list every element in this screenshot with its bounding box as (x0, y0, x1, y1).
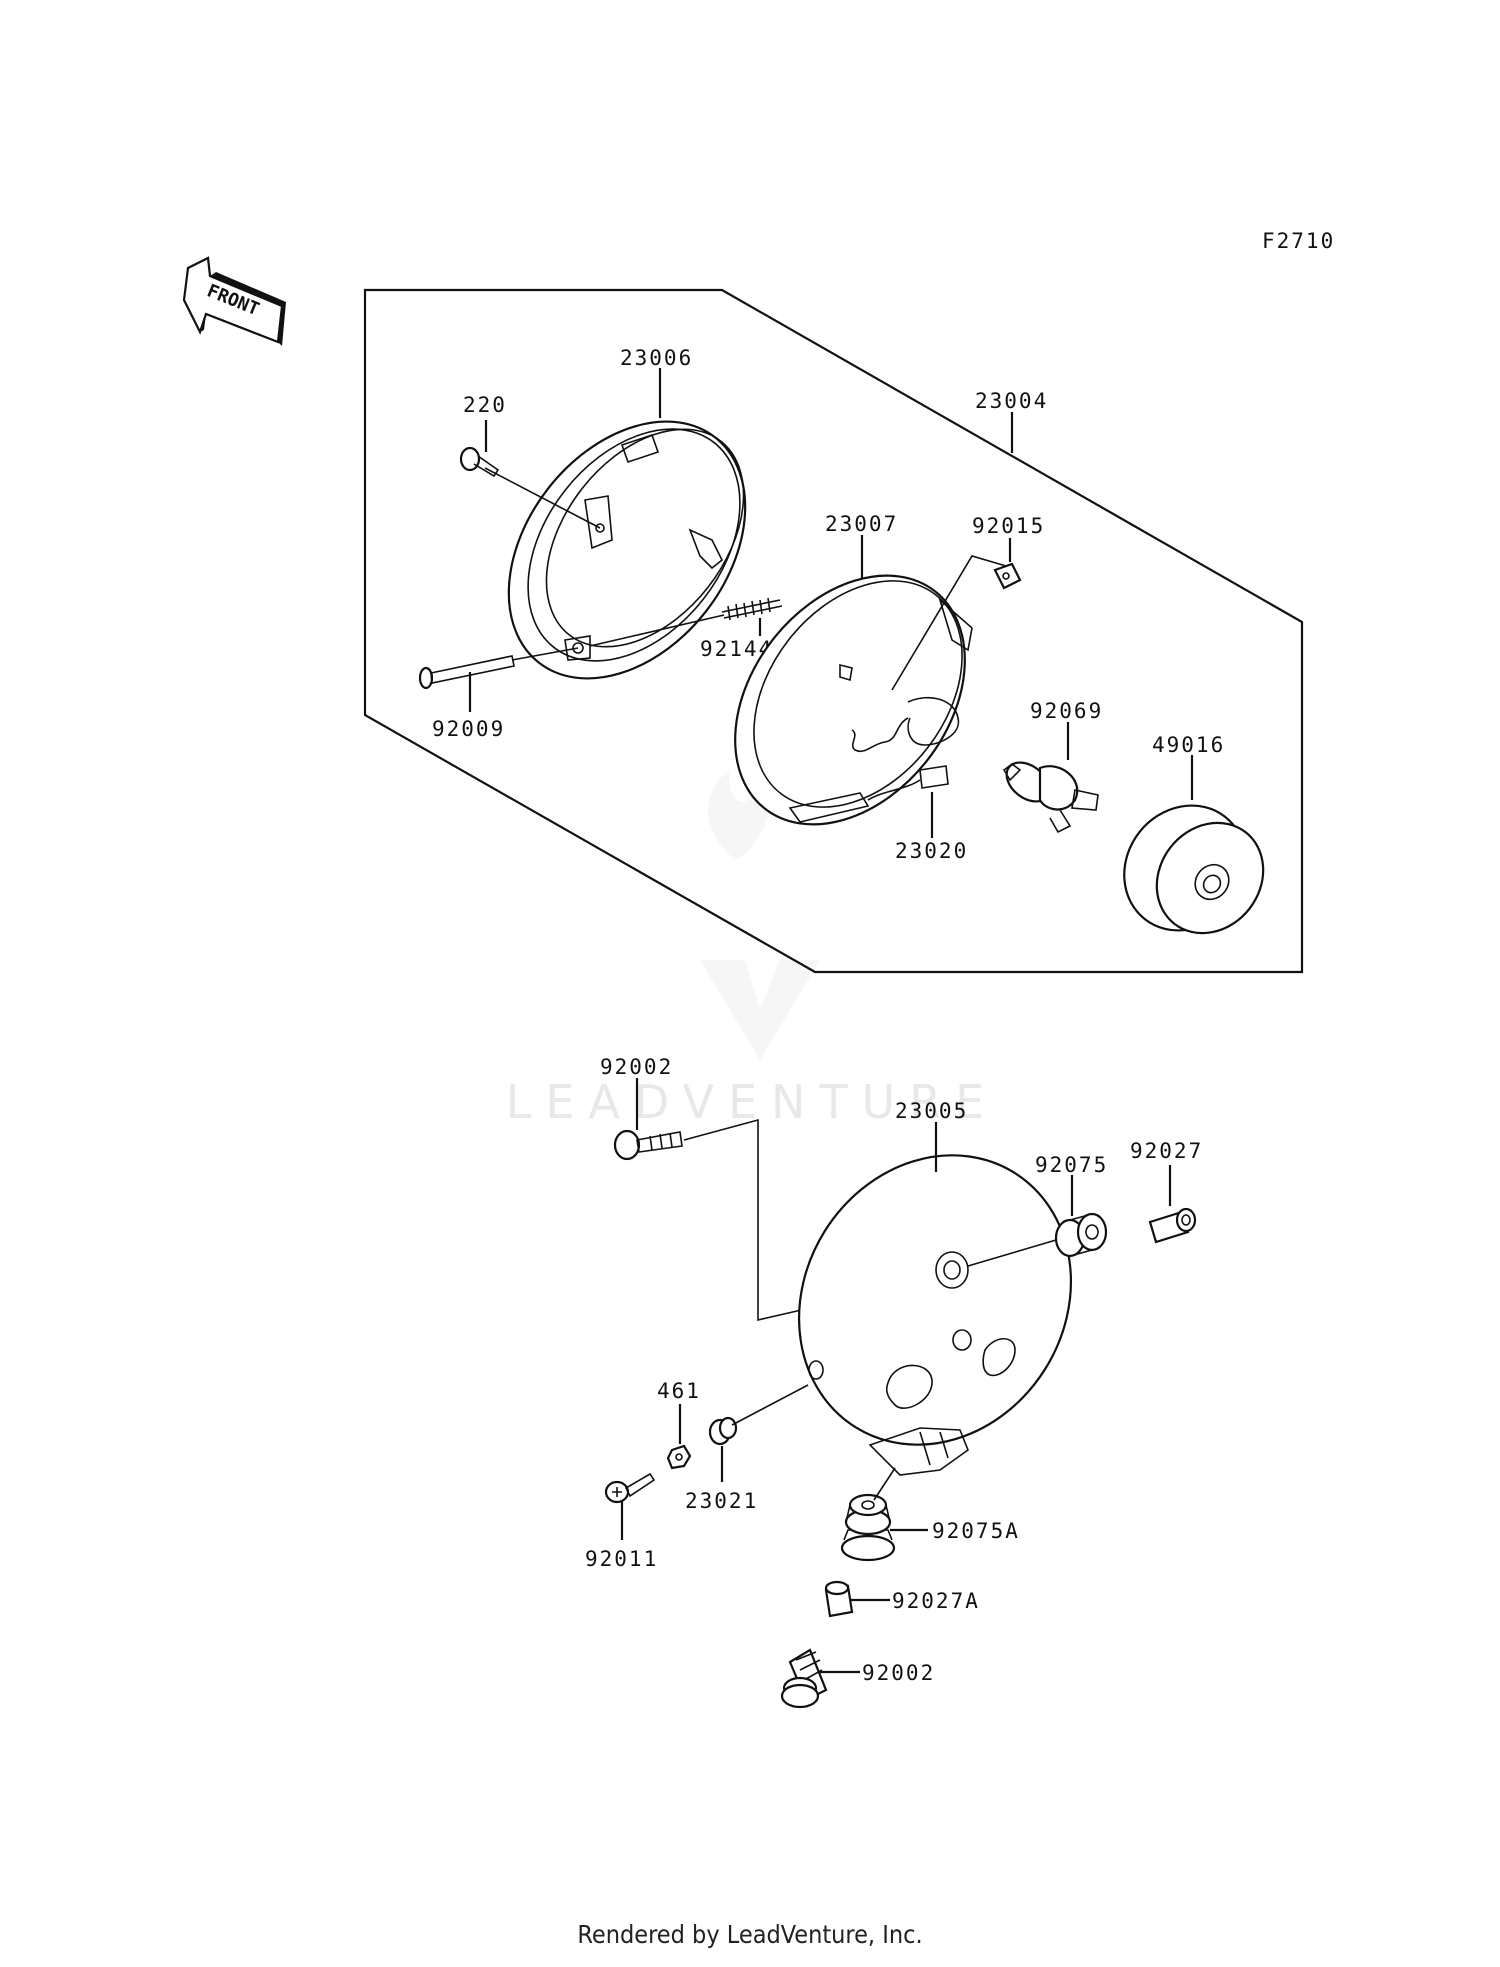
leader-92002-top-path (683, 1118, 811, 1322)
spring-92144 (721, 597, 783, 621)
front-arrow-icon: FRONT (182, 256, 286, 346)
label-92011: 92011 (585, 1547, 658, 1571)
label-23005: 23005 (895, 1099, 968, 1123)
label-92002-bottom: 92002 (862, 1661, 935, 1685)
reflector-23007 (734, 574, 973, 826)
screw-220 (459, 446, 500, 478)
label-23020: 23020 (895, 839, 968, 863)
label-92069: 92069 (1030, 699, 1103, 723)
bulb-92069 (1002, 761, 1099, 834)
label-23021: 23021 (685, 1489, 758, 1513)
screw-92011 (604, 1472, 656, 1504)
bolt-92002-top (613, 1129, 683, 1161)
leader-23021-to-case (731, 1384, 809, 1426)
label-23007: 23007 (825, 512, 898, 536)
collar-92027 (1148, 1207, 1197, 1244)
label-92144: 92144 (700, 637, 773, 661)
grommet-92075A (840, 1493, 896, 1562)
label-92002-top: 92002 (600, 1055, 673, 1079)
label-49016: 49016 (1152, 733, 1225, 757)
headlight-assembly-outline (363, 288, 1304, 974)
label-220: 220 (463, 393, 507, 417)
headlight-case-23005 (797, 1154, 1073, 1476)
leader-92075-to-case (967, 1239, 1057, 1267)
clip-92015 (993, 562, 1022, 590)
label-23006: 23006 (620, 346, 693, 370)
label-92027: 92027 (1130, 1139, 1203, 1163)
label-92075: 92075 (1035, 1153, 1108, 1177)
figure-code: F2710 (1262, 229, 1335, 253)
grommet-92075 (1054, 1212, 1108, 1258)
label-23004: 23004 (975, 389, 1048, 413)
leader-92144-to-rim (589, 614, 725, 647)
watermark-text: LEADVENTURE (506, 1075, 999, 1129)
label-92015: 92015 (972, 514, 1045, 538)
nut-461 (666, 1444, 692, 1470)
label-92075A: 92075A (932, 1519, 1020, 1543)
leader-220-to-rim (484, 467, 601, 529)
label-461: 461 (657, 1379, 701, 1403)
headlight-rim-23006 (507, 420, 747, 680)
dust-cover-49016 (1123, 804, 1265, 935)
label-92027A: 92027A (892, 1589, 980, 1613)
footer-credit: Rendered by LeadVenture, Inc. (577, 1920, 923, 1949)
bolt-92002-bottom (780, 1648, 828, 1709)
label-92009: 92009 (432, 717, 505, 741)
grommet-23021 (708, 1416, 738, 1446)
leader-92075A-to-case (873, 1467, 896, 1501)
leader-92009-to-rim (511, 647, 579, 661)
leader-92015-to-reflector (891, 555, 1007, 691)
screw-92009 (418, 655, 515, 690)
collar-92027A (824, 1580, 854, 1618)
